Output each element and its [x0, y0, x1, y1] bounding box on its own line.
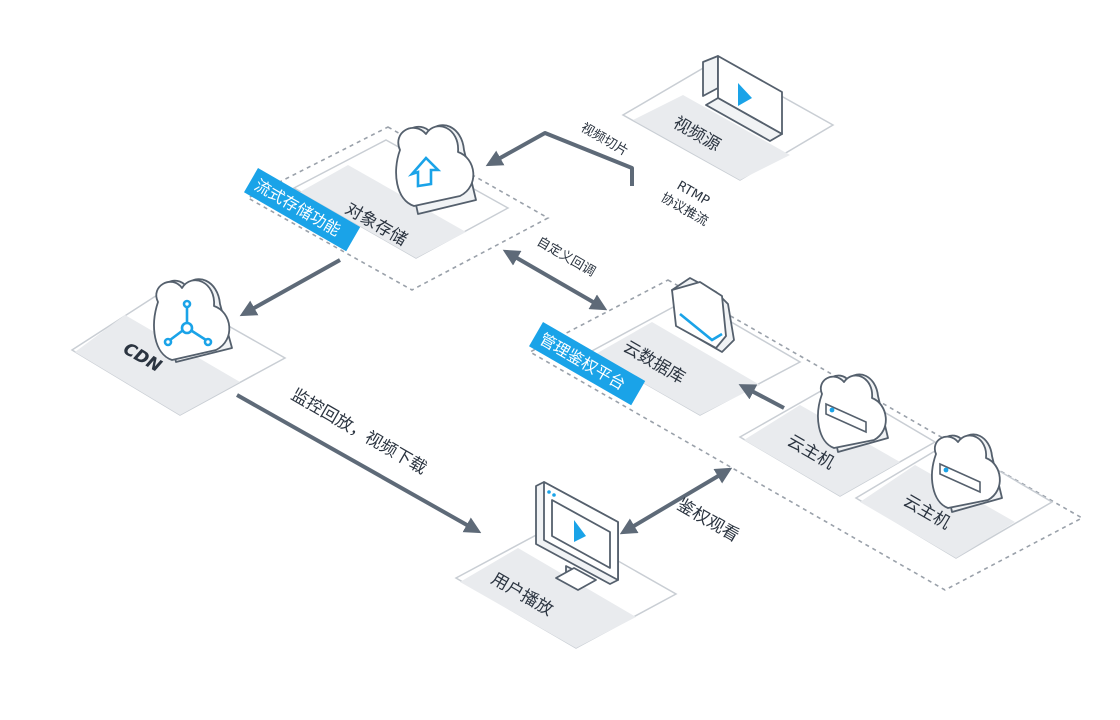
monitor-play-icon [535, 481, 619, 591]
cloud-network-icon [153, 278, 233, 363]
database-icon [671, 277, 735, 353]
cloud-upload-icon [395, 124, 477, 215]
video-slicing-label: 视频切片 [578, 120, 631, 159]
storage-to-cdn-arrow [239, 258, 341, 317]
auth-watch-arrow [619, 467, 733, 535]
host-to-database-arrow [738, 384, 785, 410]
user-playback-tile[interactable] [454, 524, 678, 649]
auth-watch-label: 鉴权观看 [674, 495, 743, 546]
server-cloud-icon [817, 373, 889, 453]
video-source-tile[interactable] [621, 59, 835, 181]
cdn-to-user-arrow [236, 393, 482, 534]
custom-callback-arrow [502, 249, 608, 311]
storage-group-outline [246, 126, 550, 291]
video-camera-icon [702, 55, 783, 142]
server-cloud-icon [931, 433, 1003, 513]
video-slice-arrow [485, 131, 634, 186]
auth-group-outline [528, 279, 1084, 591]
